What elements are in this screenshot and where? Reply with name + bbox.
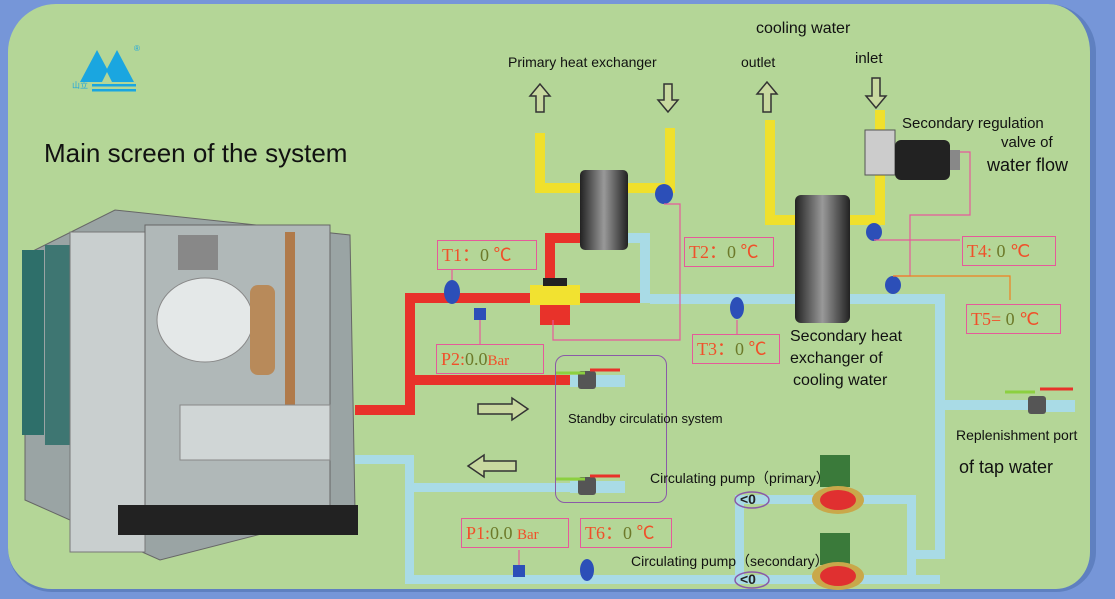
readout-p1-label: P1:	[466, 523, 491, 543]
readout-t1-value: 0	[480, 245, 489, 265]
up-arrow-icon	[528, 82, 552, 113]
cooling-pipe	[535, 110, 885, 225]
readout-p1: P1:0.0 Bar	[461, 518, 569, 548]
temp-sensor-t5	[885, 276, 901, 294]
company-logo: 山立 ®	[70, 44, 160, 94]
label-pump-secondary: Circulating pump（secondary）	[631, 553, 829, 569]
replenish-valve	[1005, 387, 1075, 414]
pressure-sensor-p2	[474, 308, 486, 320]
regulation-valve	[864, 129, 960, 180]
readout-t1-label: T1：	[442, 245, 480, 265]
temp-sensor-t4	[866, 223, 882, 241]
temp-sensor-t2	[655, 184, 673, 204]
pressure-sensor-p1	[513, 565, 525, 577]
readout-t2: T2：0 ℃	[684, 237, 774, 267]
temp-sensor-t6	[580, 559, 594, 581]
readout-t6-unit: ℃	[636, 523, 655, 543]
readout-p1-value: 0.0	[490, 523, 513, 543]
readout-t4-unit: ℃	[1010, 241, 1031, 261]
readout-t4-label: T4:	[967, 241, 997, 261]
label-regulation-3: water flow	[987, 155, 1069, 175]
sensor-leaders	[451, 151, 1011, 565]
label-outlet: outlet	[741, 54, 776, 70]
readout-t6: T6：0 ℃	[580, 518, 672, 548]
flow-indicator-primary	[734, 491, 770, 509]
flow-value-primary: <0	[740, 491, 756, 507]
readout-t2-label: T2：	[689, 242, 727, 262]
readout-p2-value: 0.0	[465, 349, 488, 369]
pump-secondary	[812, 533, 864, 590]
readout-p2-unit: Bar	[487, 353, 510, 369]
readout-t6-value: 0	[623, 523, 632, 543]
readout-p2-label: P2:	[441, 349, 466, 369]
readout-t6-label: T6：	[585, 523, 623, 543]
hot-pipe	[355, 233, 650, 415]
label-cooling-water: cooling water	[756, 20, 851, 37]
readout-t1-unit: ℃	[493, 245, 512, 265]
readout-t5-value: 0	[1005, 309, 1015, 329]
standby-circulation-frame	[555, 355, 667, 503]
up-arrow-icon	[755, 80, 779, 113]
readout-t3: T3：0 ℃	[692, 334, 780, 364]
readout-p1-unit: Bar	[517, 527, 539, 543]
label-replenish-1: Replenishment port	[956, 427, 1078, 443]
label-replenish-2: of tap water	[959, 457, 1054, 477]
readout-t3-unit: ℃	[748, 339, 767, 359]
standby-valves	[555, 368, 625, 495]
temp-sensor-t3	[730, 297, 744, 319]
secondary-heat-exchanger	[795, 195, 850, 323]
flow-arrows	[466, 77, 888, 479]
down-arrow-icon	[656, 83, 680, 114]
label-primary-heat-exchanger: Primary heat exchanger	[508, 54, 657, 70]
temp-sensor-t1	[444, 280, 460, 304]
readout-t1: T1：0 ℃	[437, 240, 537, 270]
flow-value-secondary: <0	[740, 571, 756, 587]
three-way-valve	[530, 278, 580, 325]
down-arrow-icon	[864, 77, 888, 110]
logo-mark-icon	[80, 50, 136, 92]
label-secondary-hx-1: Secondary heat	[790, 328, 903, 345]
pump-primary	[812, 455, 864, 514]
registered-mark: ®	[134, 44, 140, 53]
page-title: Main screen of the system	[44, 138, 348, 168]
readout-t4-value: 0	[996, 241, 1006, 261]
readout-t5-label: T5=	[971, 309, 1006, 329]
readout-t5: T5= 0 ℃	[966, 304, 1061, 334]
readout-t5-unit: ℃	[1019, 309, 1040, 329]
readout-t3-value: 0	[735, 339, 744, 359]
label-pump-primary: Circulating pump（primary）	[650, 470, 830, 486]
sensors	[444, 184, 901, 581]
compressor-unit	[22, 209, 358, 561]
readout-t2-value: 0	[727, 242, 736, 262]
label-inlet: inlet	[855, 50, 883, 67]
label-regulation-1: Secondary regulation	[902, 115, 1044, 132]
logo-text: 山立	[72, 81, 88, 90]
label-secondary-hx-3: cooling water	[793, 372, 888, 389]
flow-indicator-secondary	[734, 571, 770, 589]
readout-t4: T4: 0 ℃	[962, 236, 1056, 266]
label-regulation-2: valve of	[1001, 134, 1053, 151]
primary-heat-exchanger	[580, 170, 628, 250]
readout-t3-label: T3：	[697, 339, 735, 359]
label-standby: Standby circulation system	[568, 411, 723, 426]
right-arrow-icon	[477, 396, 530, 422]
readout-p2: P2:0.0Bar	[436, 344, 544, 374]
left-arrow-icon	[466, 453, 517, 479]
label-secondary-hx-2: exchanger of	[790, 350, 883, 367]
readout-t2-unit: ℃	[740, 242, 759, 262]
